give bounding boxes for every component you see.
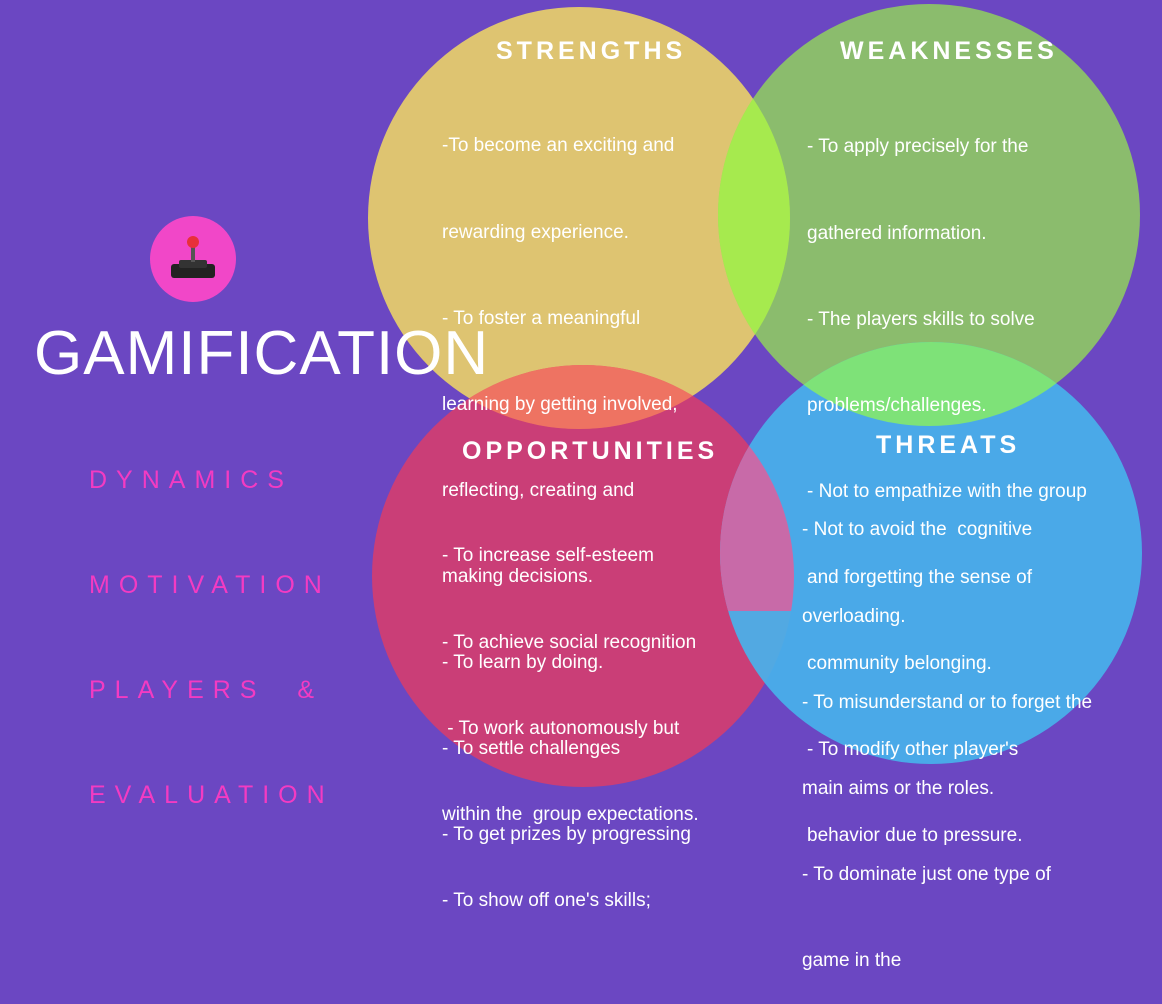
- opportunities-list: - To increase self-esteem - To achieve s…: [442, 485, 699, 944]
- subtitle: DYNAMICS MOTIVATION PLAYERS & EVALUATION: [89, 393, 334, 848]
- opportunities-item: - To achieve social recognition: [442, 631, 697, 653]
- threats-heading: THREATS: [876, 431, 1021, 459]
- opportunities-heading: OPPORTUNITIES: [462, 437, 719, 465]
- page-title: GAMIFICATION: [34, 319, 490, 388]
- strengths-item: rewarding experience.: [442, 221, 629, 243]
- weaknesses-item: problems/challenges.: [807, 394, 987, 416]
- weaknesses-item: - To apply precisely for the: [807, 136, 1029, 158]
- joystick-badge: [150, 216, 236, 302]
- strengths-heading: STRENGTHS: [496, 37, 687, 65]
- subtitle-line: MOTIVATION: [89, 571, 331, 599]
- subtitle-line: PLAYERS &: [89, 676, 324, 704]
- opportunities-item: - To work autonomously but: [442, 717, 680, 739]
- joystick-icon: [171, 236, 215, 278]
- threats-item: - Not to avoid the cognitive: [802, 519, 1033, 541]
- weaknesses-item: - The players skills to solve: [807, 308, 1035, 330]
- subtitle-line: EVALUATION: [89, 781, 334, 809]
- threats-item: - To misunderstand or to forget the: [802, 691, 1093, 713]
- threats-item: main aims or the roles.: [802, 777, 995, 799]
- strengths-item: making decisions.: [442, 565, 594, 587]
- strengths-item: -To become an exciting and: [442, 135, 675, 157]
- opportunities-item: within the group expectations.: [442, 803, 699, 825]
- strengths-item: - To foster a meaningful: [442, 307, 641, 329]
- strengths-item: reflecting, creating and: [442, 479, 635, 501]
- weaknesses-item: - Not to empathize with the group: [807, 480, 1087, 502]
- threats-item: - To dominate just one type of: [802, 863, 1051, 885]
- opportunities-item: - To show off one's skills;: [442, 889, 651, 911]
- threats-list: - Not to avoid the cognitive overloading…: [802, 459, 1092, 1004]
- subtitle-line: DYNAMICS: [89, 466, 293, 494]
- strengths-item: learning by getting involved,: [442, 393, 678, 415]
- weaknesses-item: and forgetting the sense of: [807, 566, 1032, 588]
- weaknesses-heading: WEAKNESSES: [840, 37, 1058, 65]
- weaknesses-item: gathered information.: [807, 222, 987, 244]
- threats-item: game in the: [802, 949, 902, 971]
- threats-item: overloading.: [802, 605, 906, 627]
- opportunities-item: - To increase self-esteem: [442, 545, 654, 567]
